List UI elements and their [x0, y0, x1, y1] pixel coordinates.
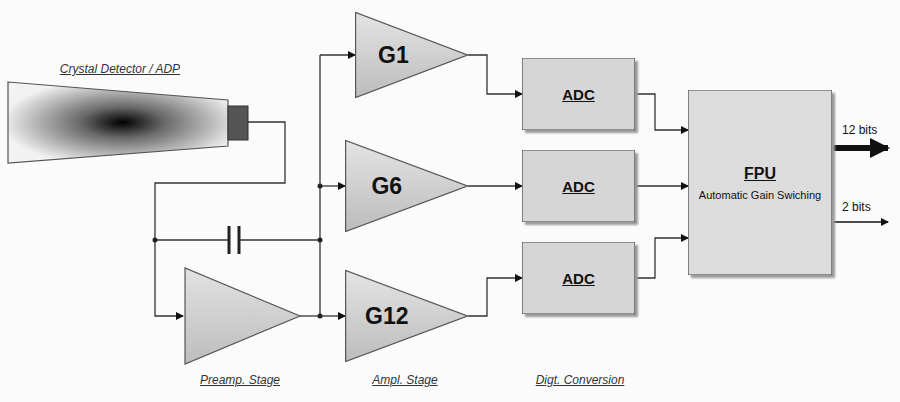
preamp-output	[300, 315, 320, 316]
junction-dot	[318, 314, 323, 319]
crystal-detector	[8, 82, 228, 163]
node-title: ADC	[562, 86, 595, 103]
stage-label: Digt. Conversion	[536, 373, 625, 387]
bus-wire	[320, 315, 345, 316]
adc-box: ADC	[522, 58, 635, 130]
signal-connector	[468, 278, 522, 316]
signal-connector	[635, 185, 688, 186]
preamp-triangle	[185, 268, 300, 364]
signal-connector	[635, 238, 688, 278]
node-title: G1	[378, 42, 409, 69]
amplifier-triangle: G1	[355, 12, 468, 98]
signal-connector	[468, 185, 522, 186]
cap-wire	[155, 239, 228, 240]
signal-connector	[468, 55, 522, 94]
capacitor-plate	[228, 226, 231, 254]
apd-sensor	[228, 106, 248, 140]
node-title: G12	[365, 303, 408, 330]
amplifier-triangle: G6	[345, 140, 468, 232]
node-outline	[355, 12, 468, 98]
signal-connector	[635, 94, 688, 130]
adc-box: ADC	[522, 242, 635, 314]
fpu-box: FPU Automatic Gain Swiching	[688, 90, 832, 275]
cap-wire	[240, 239, 320, 240]
junction-dot	[153, 238, 158, 243]
output-label: 2 bits	[842, 200, 871, 214]
output-arrow	[832, 221, 888, 222]
output-bus-arrow	[832, 145, 888, 151]
bus-wire	[320, 185, 345, 186]
node-outline	[688, 90, 832, 275]
bus-wire	[320, 54, 355, 55]
node-title: ADC	[562, 270, 595, 287]
output-label: 12 bits	[842, 123, 877, 137]
amplifier-triangle: G12	[345, 270, 468, 362]
junction-dot	[318, 184, 323, 189]
stage-label: Ampl. Stage	[372, 373, 437, 387]
node-subtitle: Automatic Gain Swiching	[699, 189, 821, 201]
node-title: FPU	[744, 165, 776, 183]
detector-label: Crystal Detector / ADP	[60, 62, 180, 76]
node-title: G6	[371, 173, 402, 200]
node-title: ADC	[562, 178, 595, 195]
stage-label: Preamp. Stage	[200, 373, 280, 387]
node-outline	[345, 140, 468, 232]
junction-dot	[318, 238, 323, 243]
adc-box: ADC	[522, 150, 635, 222]
